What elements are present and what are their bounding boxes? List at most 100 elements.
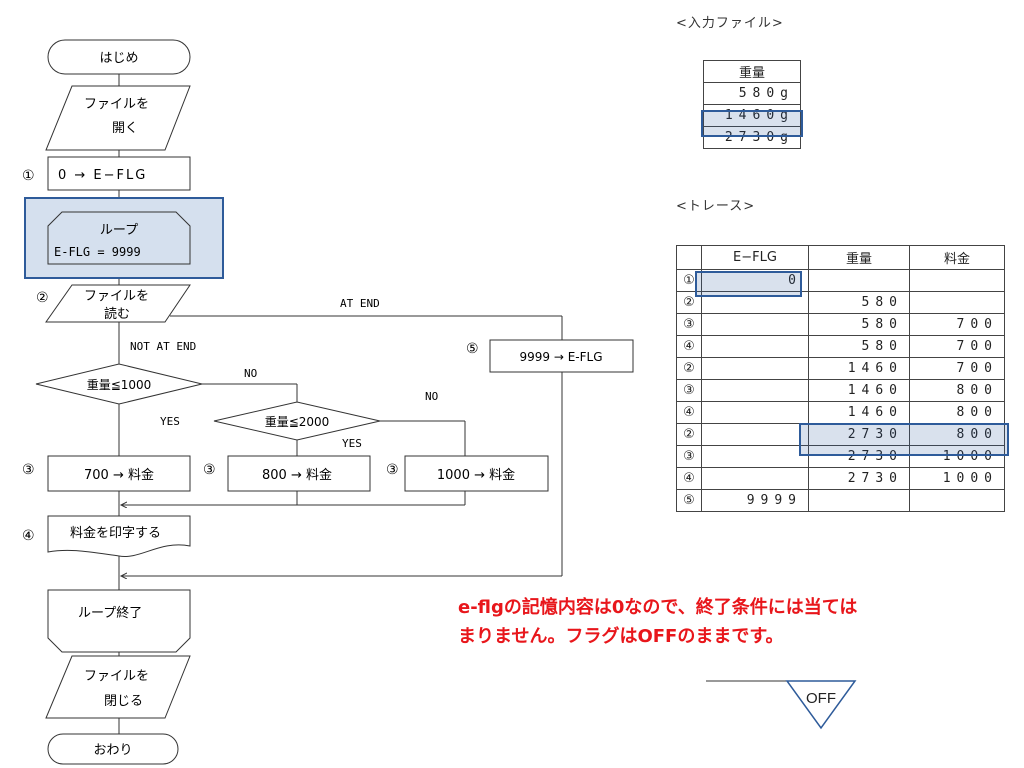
trace-step: ② (676, 357, 702, 380)
trace-eflg: 9999 (701, 489, 809, 512)
assign-800-process (227, 455, 371, 492)
trace-step: ④ (676, 467, 702, 490)
trace-weight: 1460 (808, 401, 910, 424)
assign-1000-label: 1000 → 料金 (437, 467, 515, 483)
read-file-label-2: 読む (104, 306, 130, 322)
explanation-note: e-flgの記憶内容は0なので、終了条件には当ては まりません。フラグはOFFの… (458, 593, 857, 651)
cond2-no-label: NO (425, 390, 438, 403)
assign-700-process (47, 455, 191, 492)
trace-fee: 700 (909, 357, 1005, 380)
step5-process (489, 339, 634, 373)
trace-fee: 800 (909, 379, 1005, 402)
trace-row: ① 0 (676, 269, 1005, 292)
trace-row: ② 2730 800 (676, 423, 1005, 446)
read-file-label-1: ファイルを (84, 289, 149, 304)
assign-700-label: 700 → 料金 (84, 467, 154, 483)
trace-row: ③ 2730 1000 (676, 445, 1005, 468)
step5-label: 9999 → E-FLG (519, 350, 602, 364)
condition2-label: 重量≦2000 (265, 415, 330, 429)
flag-state-label: OFF (806, 690, 836, 707)
trace-step: ⑤ (676, 489, 702, 512)
at-end-label: AT END (340, 297, 380, 310)
trace-eflg (701, 335, 809, 358)
trace-eflg (701, 379, 809, 402)
trace-fee: 700 (909, 313, 1005, 336)
trace-header-weight: 重量 (808, 245, 910, 270)
input-row-1: 580g (703, 82, 801, 105)
print-label: 料金を印字する (70, 525, 161, 541)
trace-row: ④ 580 700 (676, 335, 1005, 358)
loop-title: ループ (100, 223, 138, 238)
trace-weight (808, 269, 910, 292)
step3-marker-a: ③ (22, 462, 35, 478)
trace-header-eflg: E−FLG (701, 245, 809, 270)
trace-row-highlight (799, 423, 1009, 456)
trace-fee: 800 (909, 401, 1005, 424)
end-terminator (47, 733, 179, 765)
step4-marker: ④ (22, 528, 35, 544)
trace-step: ④ (676, 401, 702, 424)
trace-eflg (701, 357, 809, 380)
condition1-diamond (35, 363, 203, 405)
trace-eflg-highlight (695, 271, 802, 297)
close-file-shape (45, 655, 191, 719)
input-row-3: 2730g (703, 126, 801, 149)
trace-row: ④ 1460 800 (676, 401, 1005, 424)
loop-highlight (24, 197, 224, 279)
trace-row: ③ 580 700 (676, 313, 1005, 336)
step1-process (47, 156, 191, 191)
note-line-2: まりません。フラグはOFFのままです。 (458, 626, 784, 647)
loop-start-shape (47, 211, 191, 265)
step3-marker-c: ③ (386, 462, 399, 478)
start-terminator (47, 39, 191, 75)
trace-weight: 580 (808, 335, 910, 358)
trace-fee (909, 291, 1005, 314)
trace-eflg (701, 467, 809, 490)
trace-step-header (676, 245, 702, 270)
trace-eflg (701, 313, 809, 336)
read-file-shape (45, 284, 191, 323)
trace-step: ② (676, 423, 702, 446)
trace-step: ③ (676, 379, 702, 402)
open-file-label-2: 開く (112, 121, 138, 136)
open-file-shape (45, 85, 191, 151)
note-line-1: e-flgの記憶内容は0なので、終了条件には当ては (458, 597, 858, 618)
flag-indicator: OFF (706, 680, 857, 730)
input-row-highlight (701, 110, 803, 137)
assign-800-label: 800 → 料金 (262, 467, 332, 483)
step2-marker: ② (36, 290, 49, 306)
flag-triangle (785, 680, 857, 730)
step1-label: 0 → E−FLG (58, 168, 147, 183)
loop-end-shape (47, 589, 191, 653)
loop-end-label: ループ終了 (78, 605, 142, 621)
trace-row: ③ 1460 800 (676, 379, 1005, 402)
trace-weight: 1460 (808, 379, 910, 402)
not-at-end-label: NOT AT END (130, 340, 196, 353)
trace-weight: 1460 (808, 357, 910, 380)
cond1-yes-label: YES (160, 415, 180, 428)
trace-step: ③ (676, 445, 702, 468)
start-label: はじめ (99, 51, 138, 66)
close-file-label-1: ファイルを (84, 669, 149, 684)
trace-step: ④ (676, 335, 702, 358)
trace-row: ② 1460 700 (676, 357, 1005, 380)
loop-condition: E-FLG = 9999 (54, 245, 141, 259)
input-file-heading: <入力ファイル> (676, 16, 784, 31)
trace-weight: 580 (808, 313, 910, 336)
trace-row: ⑤ 9999 (676, 489, 1005, 512)
trace-row: ④ 2730 1000 (676, 467, 1005, 490)
trace-fee (909, 269, 1005, 292)
step3-marker-b: ③ (203, 462, 216, 478)
open-file-label-1: ファイルを (84, 97, 149, 112)
trace-weight (808, 489, 910, 512)
condition1-label: 重量≦1000 (87, 378, 152, 392)
condition2-diamond (213, 401, 381, 441)
trace-weight: 580 (808, 291, 910, 314)
close-file-label-2: 閉じる (104, 694, 143, 709)
print-shape (47, 515, 191, 558)
trace-fee (909, 489, 1005, 512)
trace-step: ③ (676, 313, 702, 336)
trace-eflg (701, 401, 809, 424)
step1-marker: ① (22, 168, 35, 184)
end-label: おわり (93, 743, 132, 758)
